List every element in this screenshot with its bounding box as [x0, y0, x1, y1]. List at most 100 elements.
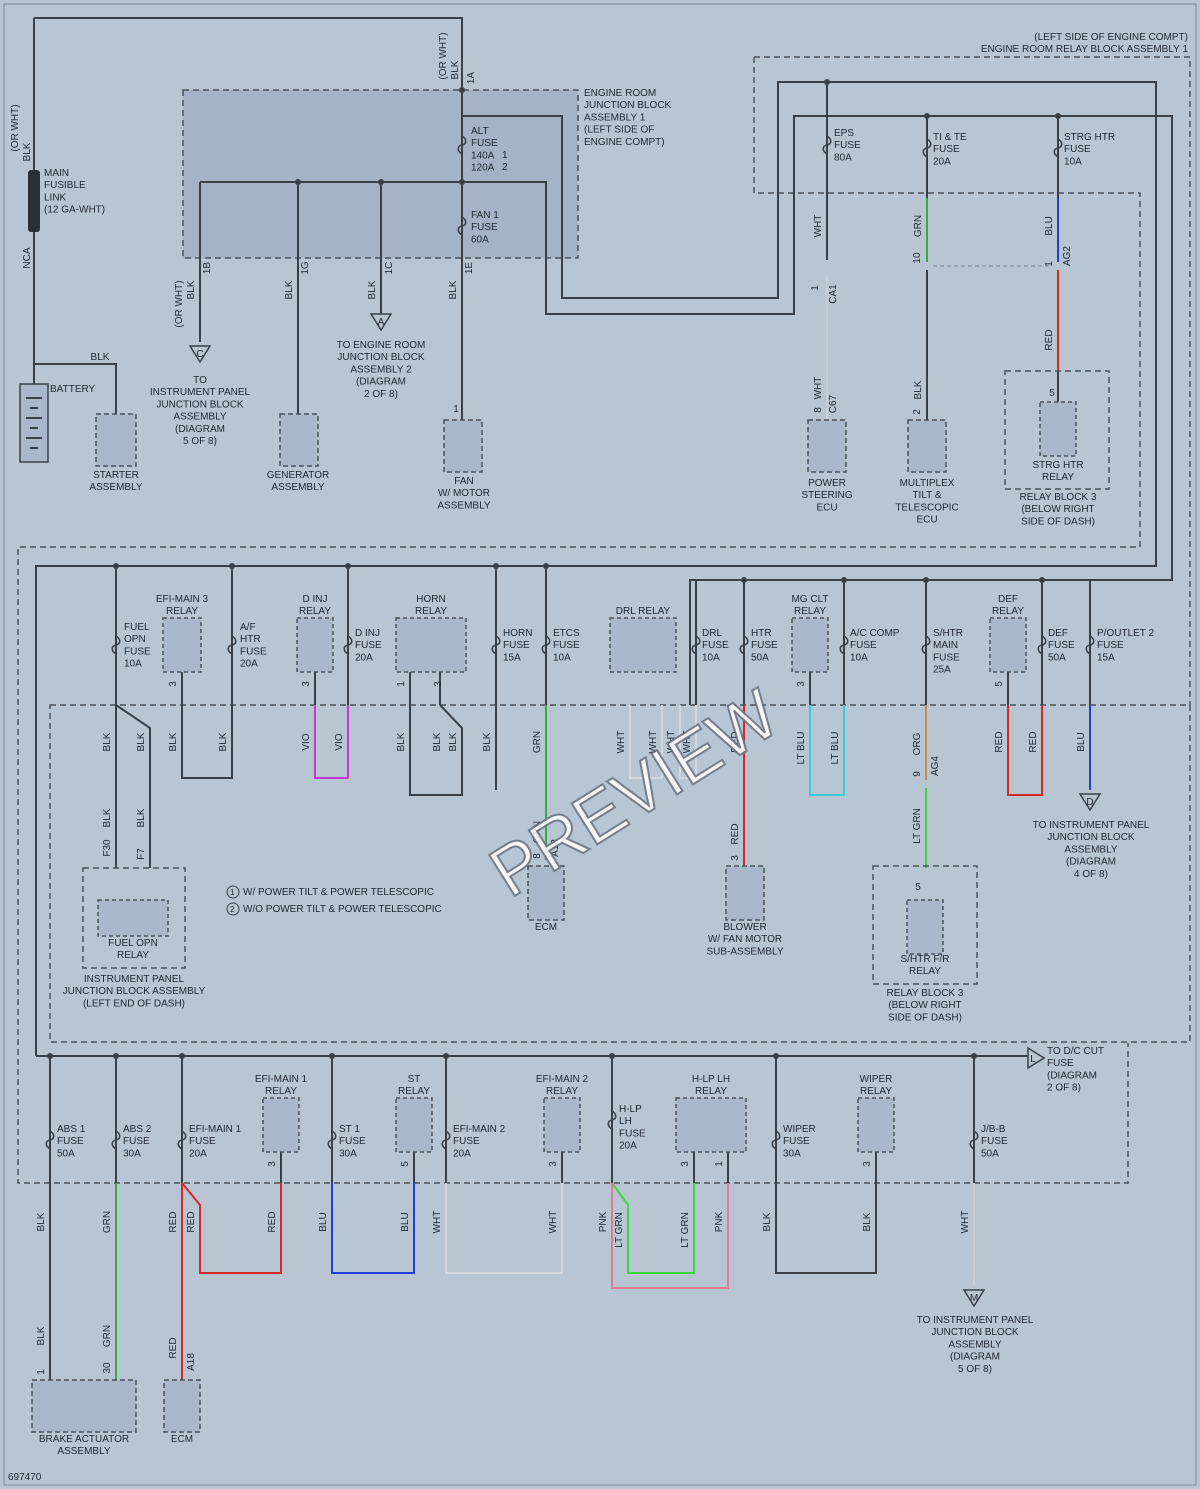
label-middle-red-97: RED	[994, 731, 1005, 752]
battery-symbol	[19, 383, 49, 463]
label-middle-blu-99: BLU	[1076, 732, 1087, 751]
label-top-main_wire_color-9: BLK	[450, 60, 461, 79]
drl-relay	[609, 617, 677, 673]
ipjb-left-box	[82, 867, 186, 969]
label-middle-blk-84: BLK	[396, 732, 407, 751]
label-top-pin_8-46: 8	[813, 407, 824, 413]
label-bottom-pin_30-162: 30	[102, 1362, 113, 1374]
label-bottom-red-146: RED	[267, 1211, 278, 1232]
label-top-pin_1b-16: 1B	[202, 262, 213, 275]
label-middle-ag4-101: AG4	[930, 756, 941, 776]
label-top-main_wire_alt-4: (OR WHT)	[10, 104, 21, 151]
fuel-opn-relay	[97, 899, 169, 937]
label-middle-pin_1-74: 1	[396, 681, 407, 687]
label-top-conn_a-26: A	[378, 317, 385, 328]
label-top-pin_1g-17: 1G	[300, 261, 311, 275]
label-middle-pin_9-100: 9	[912, 771, 923, 777]
label-middle-blk-81: BLK	[218, 732, 229, 751]
label-top-pin_1-39: 1	[810, 285, 821, 291]
label-middle-grn-88: GRN	[532, 731, 543, 753]
label-middle-conn_d-113: D	[1086, 797, 1093, 808]
fan-motor-assembly	[443, 419, 483, 473]
label-middle-a18-108: A18	[550, 839, 561, 857]
label-bottom-grn-160: GRN	[102, 1325, 113, 1347]
labels: (LEFT SIDE OF ENGINE COMPT)ENGINE ROOM R…	[10, 32, 1188, 1457]
label-top-blk-22: BLK	[284, 280, 295, 299]
ecm-bottom	[163, 1379, 201, 1433]
label-bottom-blk-156: BLK	[862, 1212, 873, 1231]
label-bottom-ecm-166: ECM	[171, 1434, 193, 1445]
multiplex-tilt-ecu	[907, 419, 947, 473]
label-middle-pin_3-76: 3	[796, 681, 807, 687]
label-top-blk-23: BLK	[367, 280, 378, 299]
label-middle-vio-82: VIO	[301, 733, 312, 750]
bottom-section	[31, 1046, 1046, 1433]
efi-main1-relay	[262, 1097, 300, 1153]
efi-main2-relay	[543, 1097, 581, 1153]
label-top-ca1-40: CA1	[828, 284, 839, 304]
label-top-nca-6: NCA	[22, 247, 33, 268]
middle-section	[49, 563, 1191, 1043]
power-steering-ecu	[807, 419, 847, 473]
label-top-pin_1c-18: 1C	[384, 262, 395, 275]
label-middle-red-109: RED	[730, 823, 741, 844]
label-top-main_wire_color-20: BLK	[186, 280, 197, 299]
label-middle-blk-79: BLK	[136, 732, 147, 751]
dinj-relay	[296, 617, 334, 673]
relay-block-3-top	[1004, 370, 1110, 490]
shtr-fr-relay	[906, 899, 944, 955]
label-bottom-pin_1-161: 1	[36, 1369, 47, 1375]
label-bottom-pin_3-136: 3	[267, 1161, 278, 1167]
label-middle-blk-80: BLK	[168, 732, 179, 751]
label-top-pin_10-41: 10	[912, 252, 923, 264]
relay-block-3-mid	[872, 865, 978, 985]
label-top-blk-48: BLK	[913, 380, 924, 399]
efi-main3-relay	[162, 617, 202, 673]
label-bottom-conn_m-158: M	[970, 1293, 978, 1304]
label-bottom-ltgrn-152: LT GRN	[614, 1212, 625, 1248]
label-middle-pin_3-75: 3	[433, 681, 444, 687]
label-bottom-red-144: RED	[168, 1211, 179, 1232]
label-middle-red-98: RED	[1028, 731, 1039, 752]
label-top-pin_1e-19: 1E	[464, 262, 475, 275]
label-middle-wht-91: WHT	[666, 731, 677, 754]
label-top-blu-38: BLU	[1044, 216, 1055, 235]
blower-motor	[725, 865, 765, 921]
relay-block-1-outline	[17, 56, 1191, 1184]
ecm-mid	[527, 865, 565, 921]
main-fusible-link	[28, 170, 40, 232]
label-middle-ltblu-95: LT BLU	[830, 732, 841, 765]
label-middle-pin_3-72: 3	[168, 681, 179, 687]
label-middle-pin_8-107: 8	[532, 853, 543, 859]
label-top-main_wire_color-3: BLK	[22, 142, 33, 161]
starter-assembly	[95, 413, 137, 467]
label-top-alt_n1-13: 1	[502, 150, 508, 161]
legend-note2-num: 2	[230, 905, 235, 914]
